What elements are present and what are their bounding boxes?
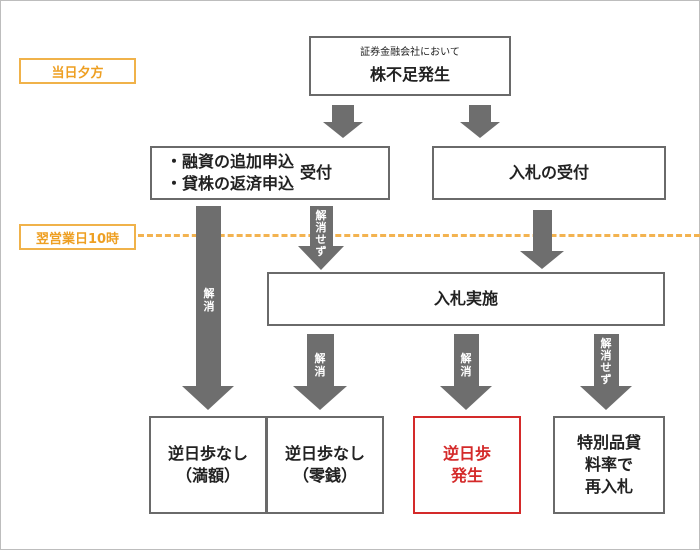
application-item-1: ・融資の追加申込 xyxy=(166,152,295,171)
arrow-execution-to-result-partial xyxy=(293,334,347,410)
result-partial-line1: 逆日歩なし xyxy=(284,444,365,463)
arrow-label-unresolved: 解 消 せ ず xyxy=(315,209,327,258)
result-partial-line2: （零銭） xyxy=(292,466,357,485)
arrow-application-to-bid-execution xyxy=(298,206,344,270)
arrow-application-to-result-full xyxy=(182,206,234,410)
result-full-line1: 逆日歩なし xyxy=(167,444,248,463)
box-result-occurs: 逆日歩 発生 xyxy=(413,416,521,514)
result-special-line1: 特別品貸 xyxy=(576,433,641,452)
box-result-full: 逆日歩なし （満額） xyxy=(149,416,267,514)
arrow-label-mid-resolved: 解 消 xyxy=(314,352,326,378)
box-bid-reception: 入札の受付 xyxy=(432,146,666,200)
box-application-reception: ・融資の追加申込 ・貸株の返済申込 受付 xyxy=(150,146,390,200)
arrow-label-right-unresolved: 解 消 せ ず xyxy=(600,337,612,386)
result-special-line2: 料率で xyxy=(584,455,633,474)
box-stock-shortage: 証券金融会社において 株不足発生 xyxy=(309,36,511,96)
arrow-shortage-to-bid-reception xyxy=(460,105,500,138)
arrow-label-left-resolved: 解 消 xyxy=(203,287,215,313)
arrow-bid-reception-to-bid-execution xyxy=(520,210,564,269)
box-result-special: 特別品貸 料率で 再入札 xyxy=(553,416,665,514)
result-occurs-line2: 発生 xyxy=(450,466,483,485)
arrow-label-center-resolved: 解 消 xyxy=(460,352,472,378)
arrow-execution-to-result-occurs xyxy=(440,334,492,410)
next-business-day-line xyxy=(138,234,700,237)
stock-shortage-sub: 証券金融会社において xyxy=(360,47,460,58)
time-tag-next-business-day: 翌営業日10時 xyxy=(19,224,136,250)
application-items: ・融資の追加申込 ・貸株の返済申込 xyxy=(166,151,294,195)
result-full-line2: （満額） xyxy=(175,466,240,485)
box-bid-execution: 入札実施 xyxy=(267,272,665,326)
result-special-line3: 再入札 xyxy=(584,477,633,496)
stock-shortage-main: 株不足発生 xyxy=(369,65,450,84)
arrow-execution-to-result-special xyxy=(580,334,632,410)
arrow-shortage-to-application xyxy=(323,105,363,138)
application-item-2: ・貸株の返済申込 xyxy=(166,174,295,193)
result-occurs-line1: 逆日歩 xyxy=(442,444,491,463)
time-tag-same-day-evening: 当日夕方 xyxy=(19,58,136,84)
application-suffix: 受付 xyxy=(300,163,333,182)
box-result-partial: 逆日歩なし （零銭） xyxy=(266,416,384,514)
